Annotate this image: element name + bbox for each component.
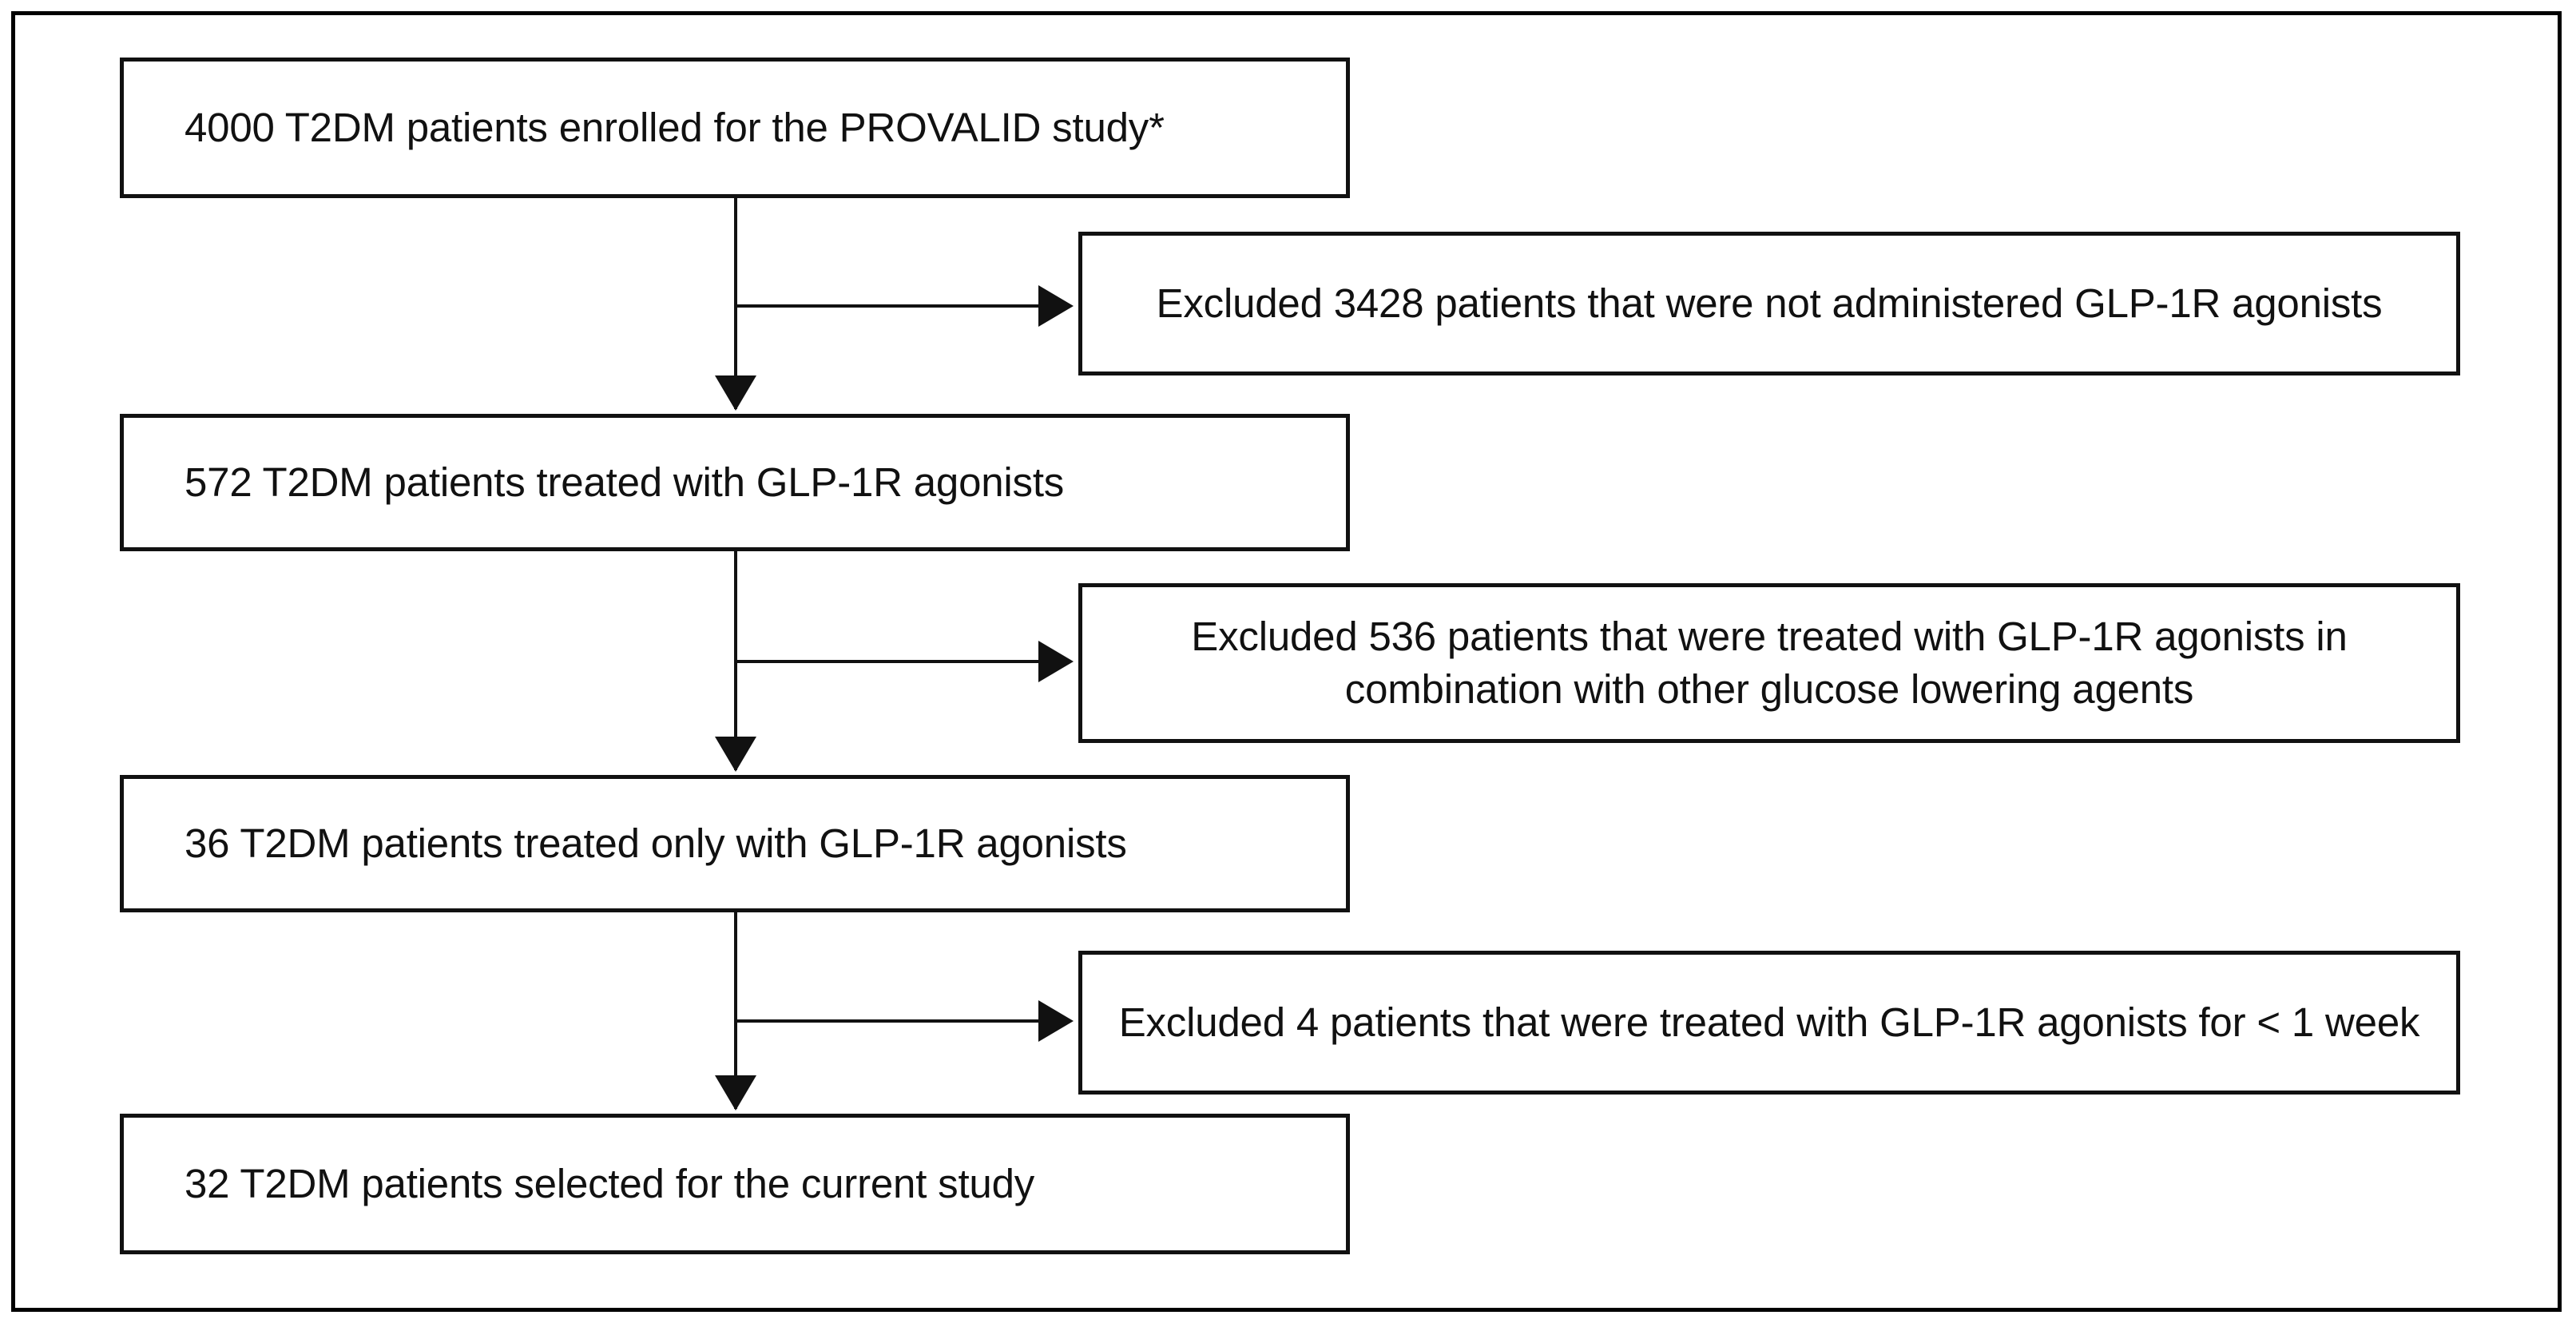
exclusion-box-short-duration-label: Excluded 4 patients that were treated wi… <box>1118 999 2420 1045</box>
flow-box-selected: 32 T2DM patients selected for the curren… <box>120 1114 1350 1254</box>
flow-box-treated: 572 T2DM patients treated with GLP-1R ag… <box>120 414 1350 551</box>
flow-box-enrolled-label: 4000 T2DM patients enrolled for the PROV… <box>185 104 1165 150</box>
exclusion-box-short-duration: Excluded 4 patients that were treated wi… <box>1078 951 2460 1095</box>
flow-box-treated-label: 572 T2DM patients treated with GLP-1R ag… <box>185 459 1065 505</box>
exclusion-box-combination-label: Excluded 536 patients that were treated … <box>1191 613 2348 712</box>
exclusion-box-combination: Excluded 536 patients that were treated … <box>1078 583 2460 743</box>
flow-box-enrolled: 4000 T2DM patients enrolled for the PROV… <box>120 58 1350 198</box>
exclusion-box-not-administered: Excluded 3428 patients that were not adm… <box>1078 232 2460 375</box>
flow-box-only-treated-label: 36 T2DM patients treated only with GLP-1… <box>185 820 1127 866</box>
flow-box-only-treated: 36 T2DM patients treated only with GLP-1… <box>120 775 1350 912</box>
exclusion-box-not-administered-label: Excluded 3428 patients that were not adm… <box>1156 280 2383 326</box>
flow-box-selected-label: 32 T2DM patients selected for the curren… <box>185 1160 1035 1206</box>
